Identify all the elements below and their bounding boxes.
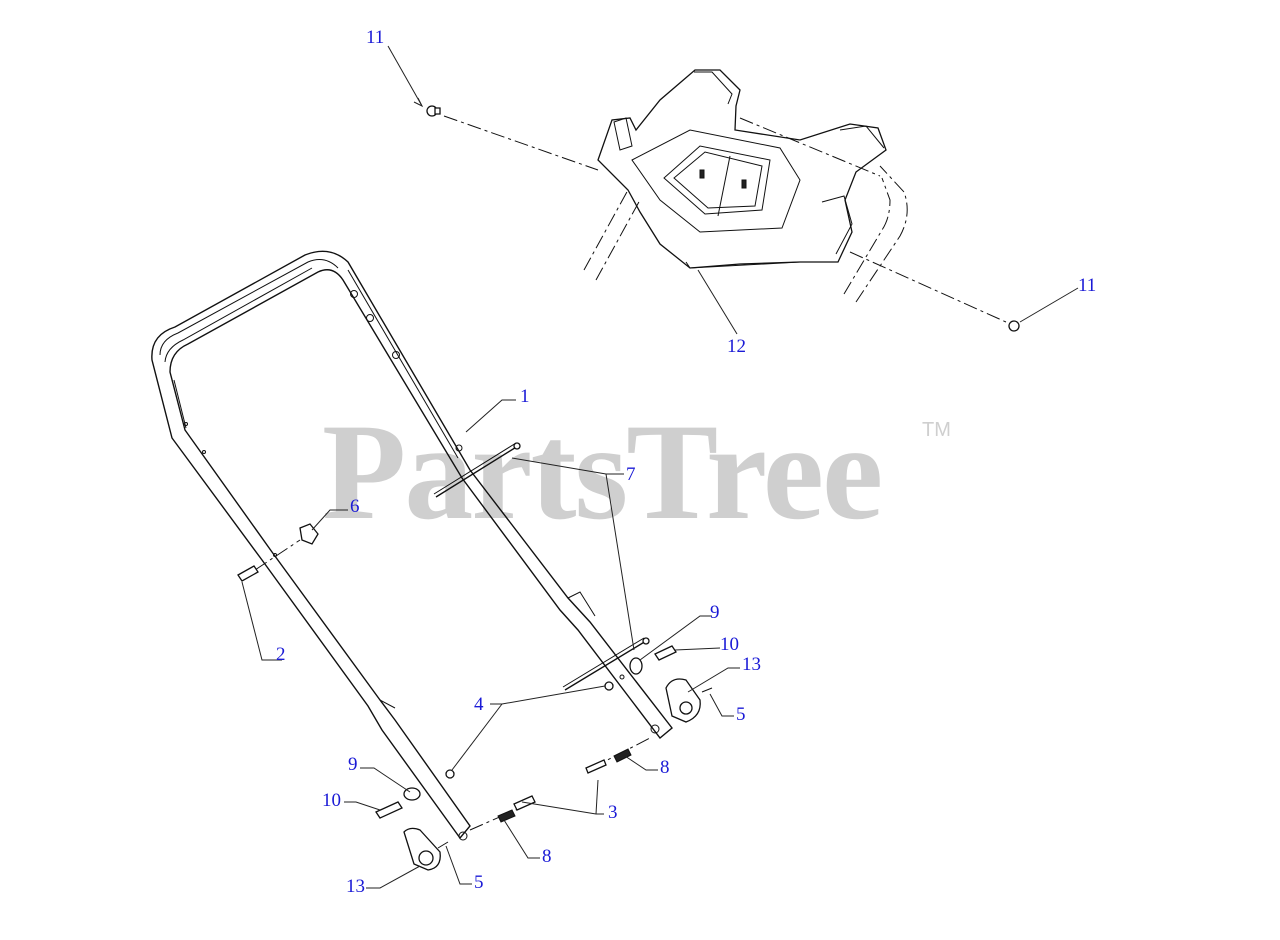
callout-1: 1 xyxy=(520,386,530,407)
callout-12: 12 xyxy=(727,336,746,357)
callout-10-right: 10 xyxy=(720,634,739,655)
leader-lines xyxy=(241,45,1079,889)
handle-upper xyxy=(151,250,673,841)
callout-5-right: 5 xyxy=(736,704,746,725)
rod-part-7 xyxy=(433,442,650,691)
bolt-part-11-lower xyxy=(849,251,1020,332)
callout-6: 6 xyxy=(350,496,360,517)
callout-7: 7 xyxy=(626,464,636,485)
watermark-text: PartsTree xyxy=(322,395,881,548)
callout-8-left: 8 xyxy=(542,846,552,867)
hardware-right xyxy=(585,645,713,774)
callout-8-right: 8 xyxy=(660,757,670,778)
callout-labels: 11 11 12 1 7 6 2 9 10 13 5 4 8 3 8 9 10 … xyxy=(276,27,1096,897)
callout-10-left: 10 xyxy=(322,790,341,811)
callout-11-lower: 11 xyxy=(1078,275,1096,296)
hardware-left xyxy=(375,787,536,871)
callout-3: 3 xyxy=(608,802,618,823)
callout-2: 2 xyxy=(276,644,286,665)
callout-11-upper: 11 xyxy=(366,27,384,48)
callout-4: 4 xyxy=(474,694,484,715)
callout-5-left: 5 xyxy=(474,872,484,893)
watermark-trademark: TM xyxy=(922,419,951,441)
bracket-part-6 xyxy=(254,523,319,571)
callout-13-right: 13 xyxy=(742,654,761,675)
console-part-12 xyxy=(583,69,908,303)
callout-9-right: 9 xyxy=(710,602,720,623)
pin-part-2 xyxy=(237,565,259,582)
nut-part-4 xyxy=(445,681,614,779)
bolt-part-11-upper xyxy=(426,105,599,171)
callout-13-left: 13 xyxy=(346,876,365,897)
callout-9-left: 9 xyxy=(348,754,358,775)
